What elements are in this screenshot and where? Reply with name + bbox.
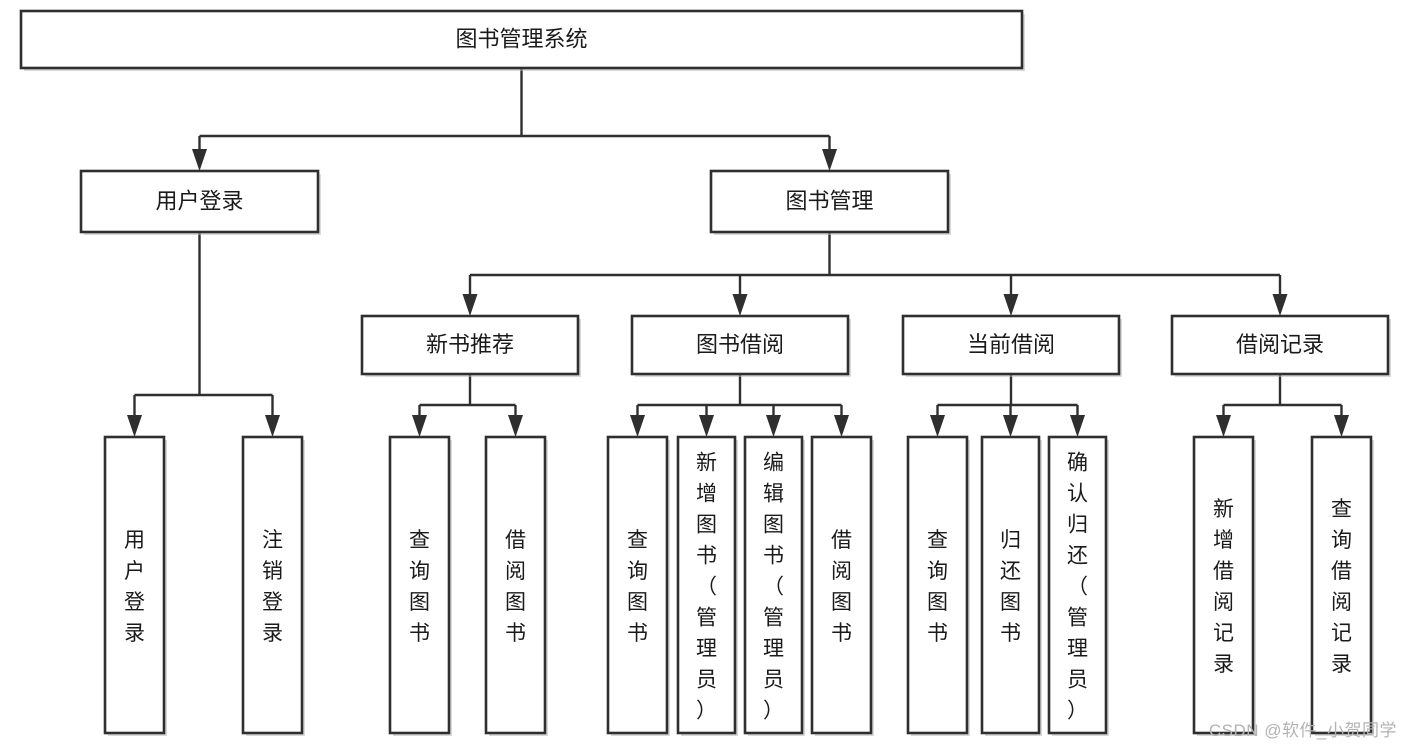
- node-box[interactable]: [906, 435, 969, 735]
- node-label: 借阅记录: [1236, 332, 1324, 357]
- node-root[interactable]: 图书管理系统: [19, 9, 1025, 71]
- node-label: 查询借阅记录: [1331, 498, 1352, 676]
- node-box[interactable]: [676, 435, 737, 735]
- node-leaf-br-query[interactable]: 查询借阅记录: [1310, 435, 1374, 736]
- node-leaf-br-add[interactable]: 新增借阅记录: [1192, 435, 1256, 736]
- node-box[interactable]: [79, 169, 320, 234]
- node-box[interactable]: [810, 435, 873, 735]
- node-box[interactable]: [709, 169, 950, 234]
- node-box[interactable]: [484, 435, 547, 735]
- node-book-borrow[interactable]: 图书借阅: [630, 314, 851, 377]
- arrow-head-icon: [630, 415, 645, 437]
- arrow-head-icon: [1003, 415, 1018, 437]
- node-label: 确认归还（管理员）: [1067, 452, 1088, 723]
- node-leaf-bb-add[interactable]: 新增图书（管理员）: [676, 435, 738, 736]
- node-label: 注销登录: [262, 529, 283, 645]
- node-box[interactable]: [1192, 435, 1255, 735]
- arrow-head-icon: [412, 415, 427, 437]
- arrow-head-icon: [699, 415, 714, 437]
- arrow-head-icon: [192, 149, 207, 171]
- node-label: 图书管理系统: [455, 26, 587, 51]
- node-box[interactable]: [1047, 435, 1108, 735]
- arrow-head-icon: [1070, 415, 1085, 437]
- node-box[interactable]: [901, 314, 1121, 376]
- node-label: 新增借阅记录: [1213, 498, 1234, 676]
- nodes-layer: 图书管理系统用户登录图书管理新书推荐图书借阅当前借阅借阅记录用户登录注销登录查询…: [19, 9, 1391, 736]
- node-borrow-record[interactable]: 借阅记录: [1170, 314, 1391, 377]
- node-leaf-cb-return[interactable]: 归还图书: [980, 435, 1042, 736]
- node-box[interactable]: [630, 314, 850, 376]
- edge-group: [412, 374, 523, 437]
- arrow-head-icon: [930, 415, 945, 437]
- node-box[interactable]: [19, 9, 1024, 70]
- arrow-head-icon: [766, 415, 781, 437]
- edges-layer: [127, 68, 1349, 437]
- arrow-head-icon: [834, 415, 849, 437]
- node-label: 用户登录: [124, 529, 145, 645]
- node-leaf-user-login[interactable]: 用户登录: [103, 435, 167, 736]
- arrow-head-icon: [127, 415, 142, 437]
- node-box[interactable]: [388, 435, 451, 735]
- arrow-head-icon: [1003, 294, 1019, 316]
- node-leaf-cb-confirm[interactable]: 确认归还（管理员）: [1047, 435, 1109, 736]
- node-label: 编辑图书（管理员）: [763, 452, 784, 723]
- node-leaf-nb-query[interactable]: 查询图书: [388, 435, 452, 736]
- node-box[interactable]: [1170, 314, 1390, 376]
- node-leaf-logout[interactable]: 注销登录: [241, 435, 305, 736]
- node-leaf-cb-query[interactable]: 查询图书: [906, 435, 970, 736]
- edge-group: [930, 374, 1085, 437]
- node-label: 查询图书: [409, 529, 430, 645]
- arrow-head-icon: [732, 294, 748, 316]
- node-leaf-nb-borrow[interactable]: 借阅图书: [484, 435, 548, 736]
- node-label: 新增图书（管理员）: [696, 452, 717, 723]
- node-label: 图书管理: [785, 188, 873, 213]
- edge-group: [1216, 374, 1349, 437]
- node-leaf-bb-edit[interactable]: 编辑图书（管理员）: [743, 435, 805, 736]
- arrow-head-icon: [822, 149, 837, 171]
- arrow-head-icon: [265, 415, 280, 437]
- node-user-login[interactable]: 用户登录: [79, 169, 321, 235]
- node-current-borrow[interactable]: 当前借阅: [901, 314, 1122, 377]
- node-label: 当前借阅: [967, 332, 1055, 357]
- node-label: 借阅图书: [831, 529, 852, 645]
- node-label: 新书推荐: [426, 332, 514, 357]
- node-label: 用户登录: [155, 188, 243, 213]
- arrow-head-icon: [1334, 415, 1349, 437]
- node-label: 归还图书: [1000, 529, 1021, 645]
- arrow-head-icon: [1216, 415, 1231, 437]
- node-box[interactable]: [241, 435, 304, 735]
- node-box[interactable]: [1310, 435, 1373, 735]
- node-new-book[interactable]: 新书推荐: [360, 314, 581, 377]
- node-label: 借阅图书: [505, 529, 526, 645]
- node-label: 查询图书: [627, 529, 648, 645]
- arrow-head-icon: [1272, 294, 1288, 316]
- edge-group: [462, 232, 1288, 316]
- node-label: 图书借阅: [696, 332, 784, 357]
- arrow-head-icon: [462, 294, 478, 316]
- node-box[interactable]: [980, 435, 1041, 735]
- edge-group: [630, 374, 849, 437]
- node-leaf-bb-query[interactable]: 查询图书: [606, 435, 670, 736]
- node-box[interactable]: [360, 314, 580, 376]
- arrow-head-icon: [508, 415, 523, 437]
- edge-group: [127, 232, 280, 437]
- node-leaf-bb-borrow[interactable]: 借阅图书: [810, 435, 874, 736]
- node-book-manage[interactable]: 图书管理: [709, 169, 951, 235]
- node-label: 查询图书: [927, 529, 948, 645]
- edge-group: [192, 68, 837, 171]
- node-box[interactable]: [743, 435, 804, 735]
- node-box[interactable]: [606, 435, 669, 735]
- node-box[interactable]: [103, 435, 166, 735]
